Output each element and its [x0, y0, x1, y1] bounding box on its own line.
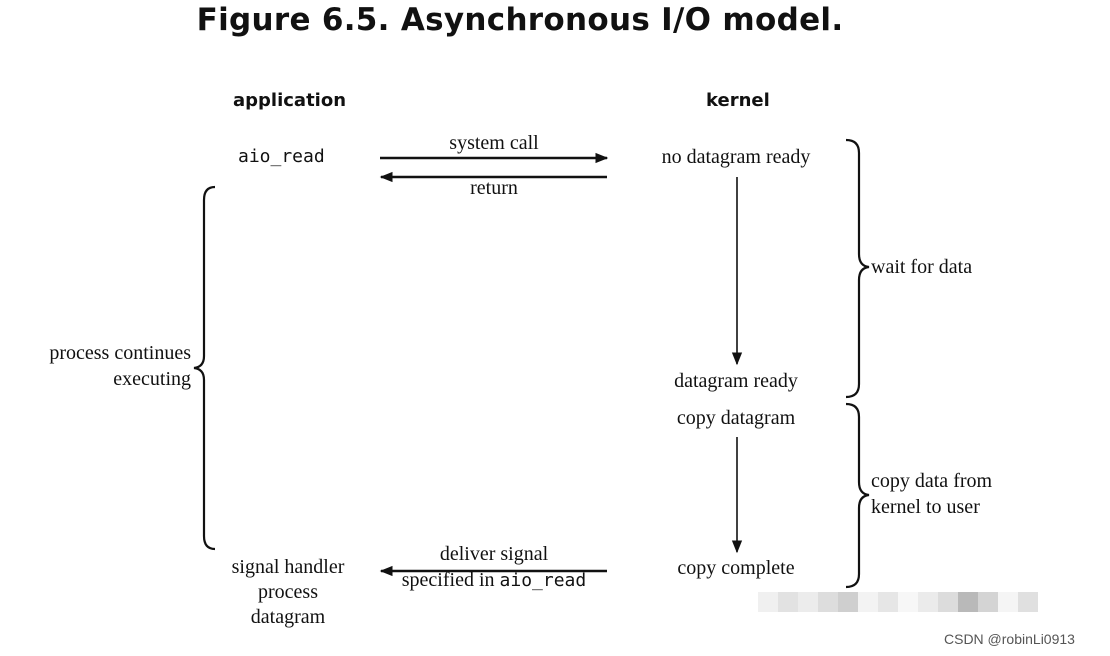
copy-datagram-label: copy datagram [676, 407, 796, 429]
copy-data-brace [845, 402, 870, 589]
system-call-label: system call [449, 132, 539, 154]
process-continues-label-line2: executing [113, 368, 191, 390]
datagram-ready-label: datagram ready [674, 370, 798, 392]
copy-complete-label: copy complete [677, 557, 795, 579]
return-label: return [470, 177, 518, 199]
no-datagram-ready-label: no datagram ready [661, 146, 811, 168]
copy-data-label-line1: copy data from [871, 470, 993, 492]
figure-title: Figure 6.5. Asynchronous I/O model. [196, 2, 844, 38]
wait-for-data-brace [845, 138, 870, 399]
specified-in-label: specified in aio_read [380, 569, 608, 592]
signal-handler-label-line1: signal handler [231, 556, 345, 578]
specified-in-text: specified in [401, 569, 500, 591]
copy-data-label-line2: kernel to user [871, 496, 980, 518]
signal-handler-label-line3: datagram [250, 606, 326, 628]
csdn-watermark: CSDN @robinLi0913 [944, 631, 1075, 647]
process-continues-label-line1: process continues [49, 342, 191, 364]
process-continues-brace [193, 185, 216, 551]
aio-read-call-label: aio_read [238, 146, 325, 167]
deliver-signal-label: deliver signal [439, 543, 549, 565]
redacted-strip [758, 592, 1038, 612]
signal-handler-label-line2: process [258, 581, 318, 603]
kernel-column-header: kernel [706, 90, 770, 111]
wait-for-data-label: wait for data [871, 256, 973, 278]
application-column-header: application [233, 90, 347, 111]
specified-in-code: aio_read [499, 570, 587, 591]
